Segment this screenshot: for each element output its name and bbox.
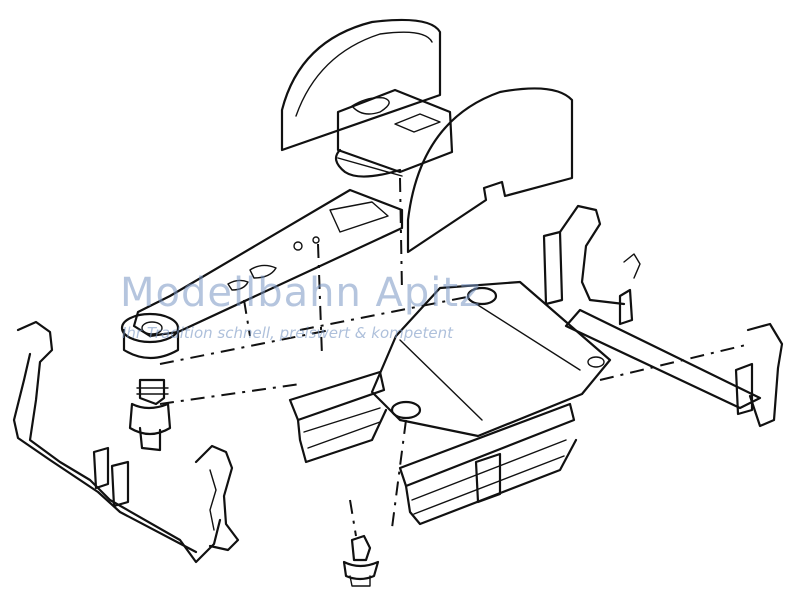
watermark-tagline: Ihr Tradition schnell, preiswert & kompe… bbox=[122, 324, 453, 342]
half-disc-plates bbox=[280, 18, 574, 254]
pivot-pin-assembly bbox=[120, 312, 180, 452]
bogie-frame bbox=[288, 280, 612, 526]
watermark-logo: Modellbahn Apitz bbox=[120, 270, 482, 316]
lower-pivot-pin bbox=[342, 534, 380, 587]
assembly-center-lines bbox=[159, 177, 751, 537]
left-side-frame bbox=[12, 320, 240, 564]
drawbar-arm bbox=[132, 188, 404, 338]
bolster-block bbox=[334, 88, 454, 178]
right-side-linkage bbox=[542, 204, 784, 428]
